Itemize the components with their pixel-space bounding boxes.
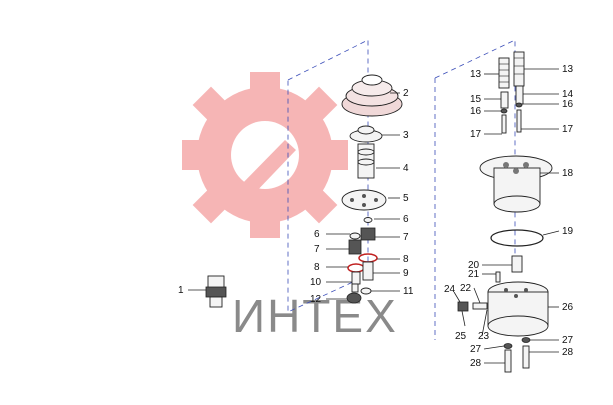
part-bottom-plugs bbox=[503, 337, 531, 373]
callout-label: 16 bbox=[470, 106, 482, 117]
leader-lines bbox=[188, 68, 560, 364]
callout-label: 6 bbox=[314, 229, 320, 240]
leader-line bbox=[542, 230, 560, 236]
callout-label: 28 bbox=[562, 347, 574, 358]
callout-label: 9 bbox=[403, 268, 409, 279]
callout-label: 7 bbox=[403, 232, 409, 243]
callout-label: 17 bbox=[470, 129, 482, 140]
callout-label: 27 bbox=[470, 344, 482, 355]
callout-label: 3 bbox=[403, 130, 409, 141]
callout-label: 19 bbox=[562, 226, 574, 237]
leader-line bbox=[453, 291, 461, 303]
callout-label: 24 bbox=[444, 284, 456, 295]
callout-label: 13 bbox=[470, 69, 482, 80]
callout-label: 26 bbox=[562, 302, 574, 313]
callout-label: 2 bbox=[403, 88, 409, 99]
callout-label: 25 bbox=[455, 331, 467, 342]
callout-label: 11 bbox=[403, 286, 414, 297]
callout-label: 22 bbox=[460, 283, 472, 294]
callout-label: 14 bbox=[562, 89, 574, 100]
part-rubber-boot bbox=[341, 74, 403, 117]
callout-label: 28 bbox=[470, 358, 482, 369]
callout-label: 23 bbox=[478, 331, 490, 342]
watermark-gear-icon bbox=[182, 72, 348, 238]
part-lower-body bbox=[487, 281, 549, 337]
callout-label: 21 bbox=[468, 269, 480, 280]
callout-label: 5 bbox=[403, 193, 409, 204]
callout-label: 6 bbox=[403, 214, 409, 225]
callout-labels: 1 2 3 4 5 6 6 7 7 8 8 9 10 11 12 13 13 1… bbox=[178, 64, 574, 369]
callout-label: 10 bbox=[310, 277, 322, 288]
part-housing bbox=[479, 155, 553, 213]
callout-label: 4 bbox=[403, 163, 409, 174]
callout-label: 8 bbox=[314, 262, 320, 273]
leader-line bbox=[483, 345, 505, 350]
callout-label: 12 bbox=[310, 294, 322, 305]
callout-label: 16 bbox=[562, 99, 574, 110]
watermark-text: ИНТЕХ bbox=[232, 290, 398, 342]
callout-label: 27 bbox=[562, 335, 574, 346]
callout-label: 7 bbox=[314, 244, 320, 255]
part-cap bbox=[349, 125, 383, 143]
part-right-stack bbox=[358, 217, 378, 281]
part-lower-small bbox=[346, 283, 372, 304]
leader-line bbox=[481, 309, 488, 337]
callout-label: 18 bbox=[562, 168, 574, 179]
leader-line bbox=[461, 310, 466, 327]
callout-label: 17 bbox=[562, 124, 574, 135]
callout-label: 1 bbox=[178, 285, 184, 296]
part-o-ring bbox=[490, 229, 544, 247]
part-small-fittings bbox=[457, 255, 523, 312]
callout-label: 8 bbox=[403, 254, 409, 265]
callout-label: 13 bbox=[562, 64, 574, 75]
callout-label: 15 bbox=[470, 94, 482, 105]
leader-line bbox=[473, 287, 481, 304]
part-plate bbox=[341, 189, 387, 211]
part-fitting bbox=[205, 275, 227, 308]
part-spool-column bbox=[498, 51, 525, 134]
callout-label: 20 bbox=[468, 260, 480, 271]
part-left-stack bbox=[347, 232, 365, 285]
part-shaft bbox=[357, 143, 375, 179]
